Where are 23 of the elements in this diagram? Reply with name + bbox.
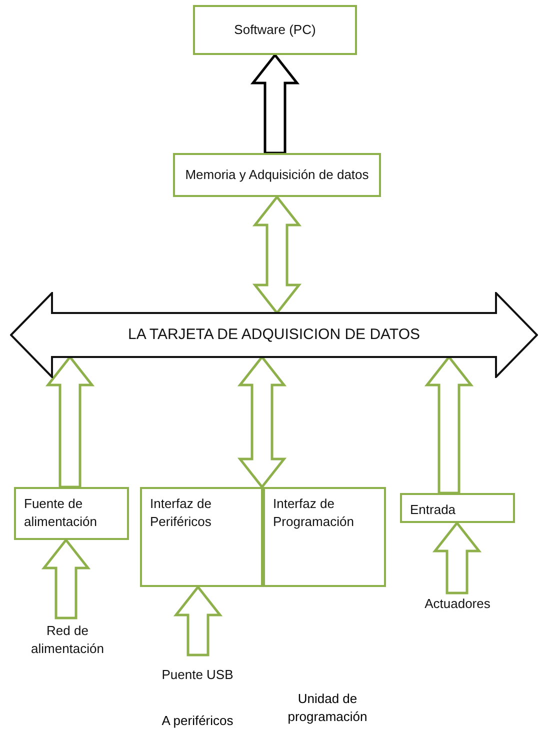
node-text: Interfaz de Programación [273,495,355,530]
node-text: Actuadores [424,595,490,613]
node-text: Memoria y Adquisición de datos [185,166,369,184]
process-box [14,487,129,540]
note-text: Unidad de programación [286,690,368,726]
node-text: Red de alimentación [30,622,105,658]
block-arrow [432,520,482,594]
node-text: Fuente de alimentación [24,495,98,530]
process-box [173,153,381,197]
node-text: Interfaz de Periféricos [150,495,212,530]
process-box [400,493,515,523]
block-arrow [250,52,300,154]
node-text: Puente USB [162,666,234,684]
note-text: A periféricos [160,712,234,730]
double-arrow-band [10,292,538,378]
block-arrow [41,538,91,620]
node-text: Software (PC) [234,21,316,39]
block-arrow [173,584,223,656]
node-text: LA TARJETA DE ADQUISICION DE DATOS [128,324,420,345]
process-box [263,487,386,587]
node-text: Entrada [410,501,456,519]
process-box [140,487,263,587]
process-box [193,5,357,55]
